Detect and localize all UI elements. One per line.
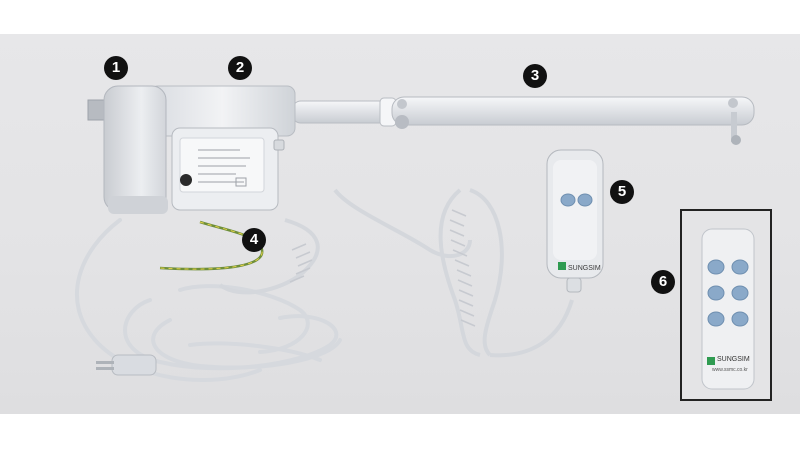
actuator-body (87, 85, 296, 214)
controller-logo-text: SUNGSIM (568, 265, 601, 272)
inset-controller-photo: SUNGSIM www.ssmc.co.kr (680, 209, 772, 401)
control-box (171, 127, 285, 211)
power-plug (96, 354, 157, 376)
marker-1: 1 (104, 56, 128, 80)
hand-controller (546, 149, 604, 293)
marker-3: 3 (523, 64, 547, 88)
power-cord (75, 218, 342, 382)
marker-4: 4 (242, 228, 266, 252)
inset-website-text: www.ssmc.co.kr (712, 367, 748, 373)
coiled-cable (218, 188, 574, 358)
six-button-controller (701, 228, 755, 390)
coil-rings (289, 209, 476, 327)
inset-logo-text: SUNGSIM (717, 356, 750, 363)
actuator-rod (291, 96, 755, 145)
marker-2: 2 (228, 56, 252, 80)
marker-6: 6 (651, 270, 675, 294)
marker-5: 5 (610, 180, 634, 204)
